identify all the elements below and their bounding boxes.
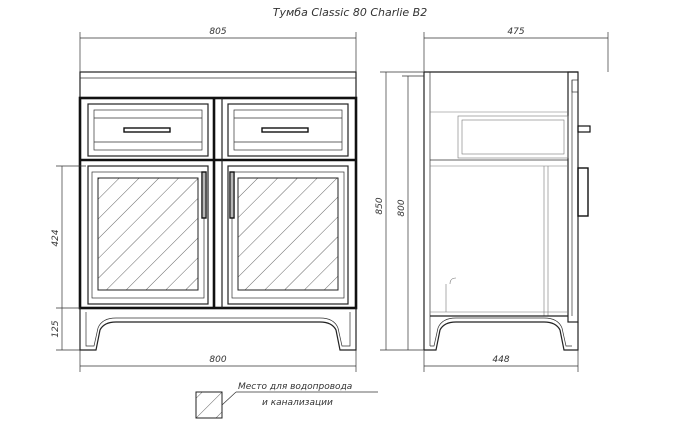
drawer-left-handle [123,127,171,133]
door-left-hatch [97,177,199,291]
door-left-handle [201,171,207,219]
legend-text-line1: Место для водопровода [238,382,352,392]
dim-leg-height: 125 [51,308,80,351]
svg-text:424: 424 [51,229,61,246]
side-drawer-box [457,115,569,159]
svg-text:125: 125 [51,320,61,337]
svg-text:800: 800 [209,355,226,365]
side-front-panel [567,71,579,323]
side-plinth [424,321,579,351]
svg-text:805: 805 [209,27,226,37]
dim-height-total: 850 [375,71,424,351]
dim-top-width: 805 [79,27,357,72]
side-drawer-handle [577,125,591,133]
door-left [87,165,209,305]
plinth-legs [79,308,357,351]
drawer-left [87,103,209,157]
dim-height-body: 800 [397,75,424,350]
cabinet-body [78,96,358,310]
drawing-title: Тумба Classic 80 Charlie B2 [273,6,427,19]
door-right [227,165,349,305]
countertop [79,71,357,99]
svg-text:850: 850 [375,197,385,214]
drawer-right-handle [261,127,309,133]
dim-bottom-width: 800 [79,350,357,372]
dim-door-height: 424 [51,165,86,309]
svg-text:448: 448 [492,355,509,365]
side-door-handle [577,167,589,217]
dim-side-depth-top: 475 [423,27,609,72]
side-view: 475 448 850 800 [375,27,609,372]
door-right-handle [229,171,235,219]
drawer-right [227,103,349,157]
svg-text:800: 800 [397,199,407,216]
dim-side-depth-bottom: 448 [423,350,579,372]
svg-text:475: 475 [507,27,524,37]
front-view: 805 800 424 125 [51,27,358,372]
legend: Место для водопровода и канализации [195,382,378,419]
door-right-hatch [237,177,339,291]
legend-text-line2: и канализации [262,398,333,408]
legend-hatch-swatch [195,391,223,419]
